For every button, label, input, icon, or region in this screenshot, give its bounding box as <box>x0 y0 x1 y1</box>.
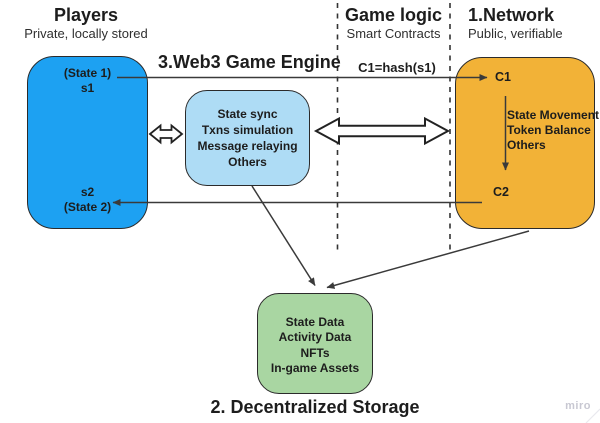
storage-item: In-game Assets <box>270 361 360 375</box>
network-column-subtitle: Public, verifiable <box>468 26 563 41</box>
game-engine-box: State sync Txns simulation Message relay… <box>185 90 310 186</box>
game-logic-column-title: Game logic <box>344 5 443 25</box>
storage-item: State Data <box>285 314 345 329</box>
engine-network-double-arrow-icon <box>313 116 451 146</box>
miro-watermark: miro <box>565 400 591 412</box>
network-flow-line: Token Balance <box>507 123 591 137</box>
state1-line1: (State 1) <box>63 66 112 80</box>
state2-line2: (State 2) <box>63 200 112 214</box>
hash-function-label: C1=hash(s1) <box>358 60 436 75</box>
storage-item: Activity Data <box>278 330 352 344</box>
storage-title: 2. Decentralized Storage <box>210 397 420 417</box>
state2-label: s2 (State 2) <box>28 185 147 215</box>
game-logic-column-subtitle: Smart Contracts <box>346 26 441 41</box>
players-column-title: Players <box>53 5 119 25</box>
state2-line1: s2 <box>80 185 95 199</box>
players-state-box: (State 1) s1 s2 (State 2) <box>27 56 148 229</box>
network-flow-labels: State Movement Token Balance Others <box>507 108 599 153</box>
decentralized-storage-box: State Data Activity Data NFTs In-game As… <box>257 293 373 394</box>
engine-feature: Message relaying <box>197 139 298 153</box>
network-column-title: 1.Network <box>468 5 555 25</box>
engine-feature: State sync <box>217 107 278 121</box>
engine-feature: Others <box>228 155 267 169</box>
state1-line2: s1 <box>80 81 95 95</box>
engine-to-storage-connector <box>251 185 316 286</box>
state1-label: (State 1) s1 <box>28 66 147 96</box>
players-column-subtitle: Private, locally stored <box>24 26 148 41</box>
network-flow-line: Others <box>507 138 546 152</box>
network-flow-line: State Movement <box>507 108 600 122</box>
storage-item: NFTs <box>300 345 330 360</box>
c2-label: C2 <box>493 185 509 199</box>
network-to-storage-connector <box>326 230 530 289</box>
players-engine-double-arrow-icon <box>148 123 184 145</box>
c1-label: C1 <box>495 70 511 84</box>
engine-feature: Txns simulation <box>201 123 294 137</box>
network-state-box: C1 State Movement Token Balance Others C… <box>455 57 599 229</box>
engine-title: 3.Web3 Game Engine <box>158 52 341 72</box>
